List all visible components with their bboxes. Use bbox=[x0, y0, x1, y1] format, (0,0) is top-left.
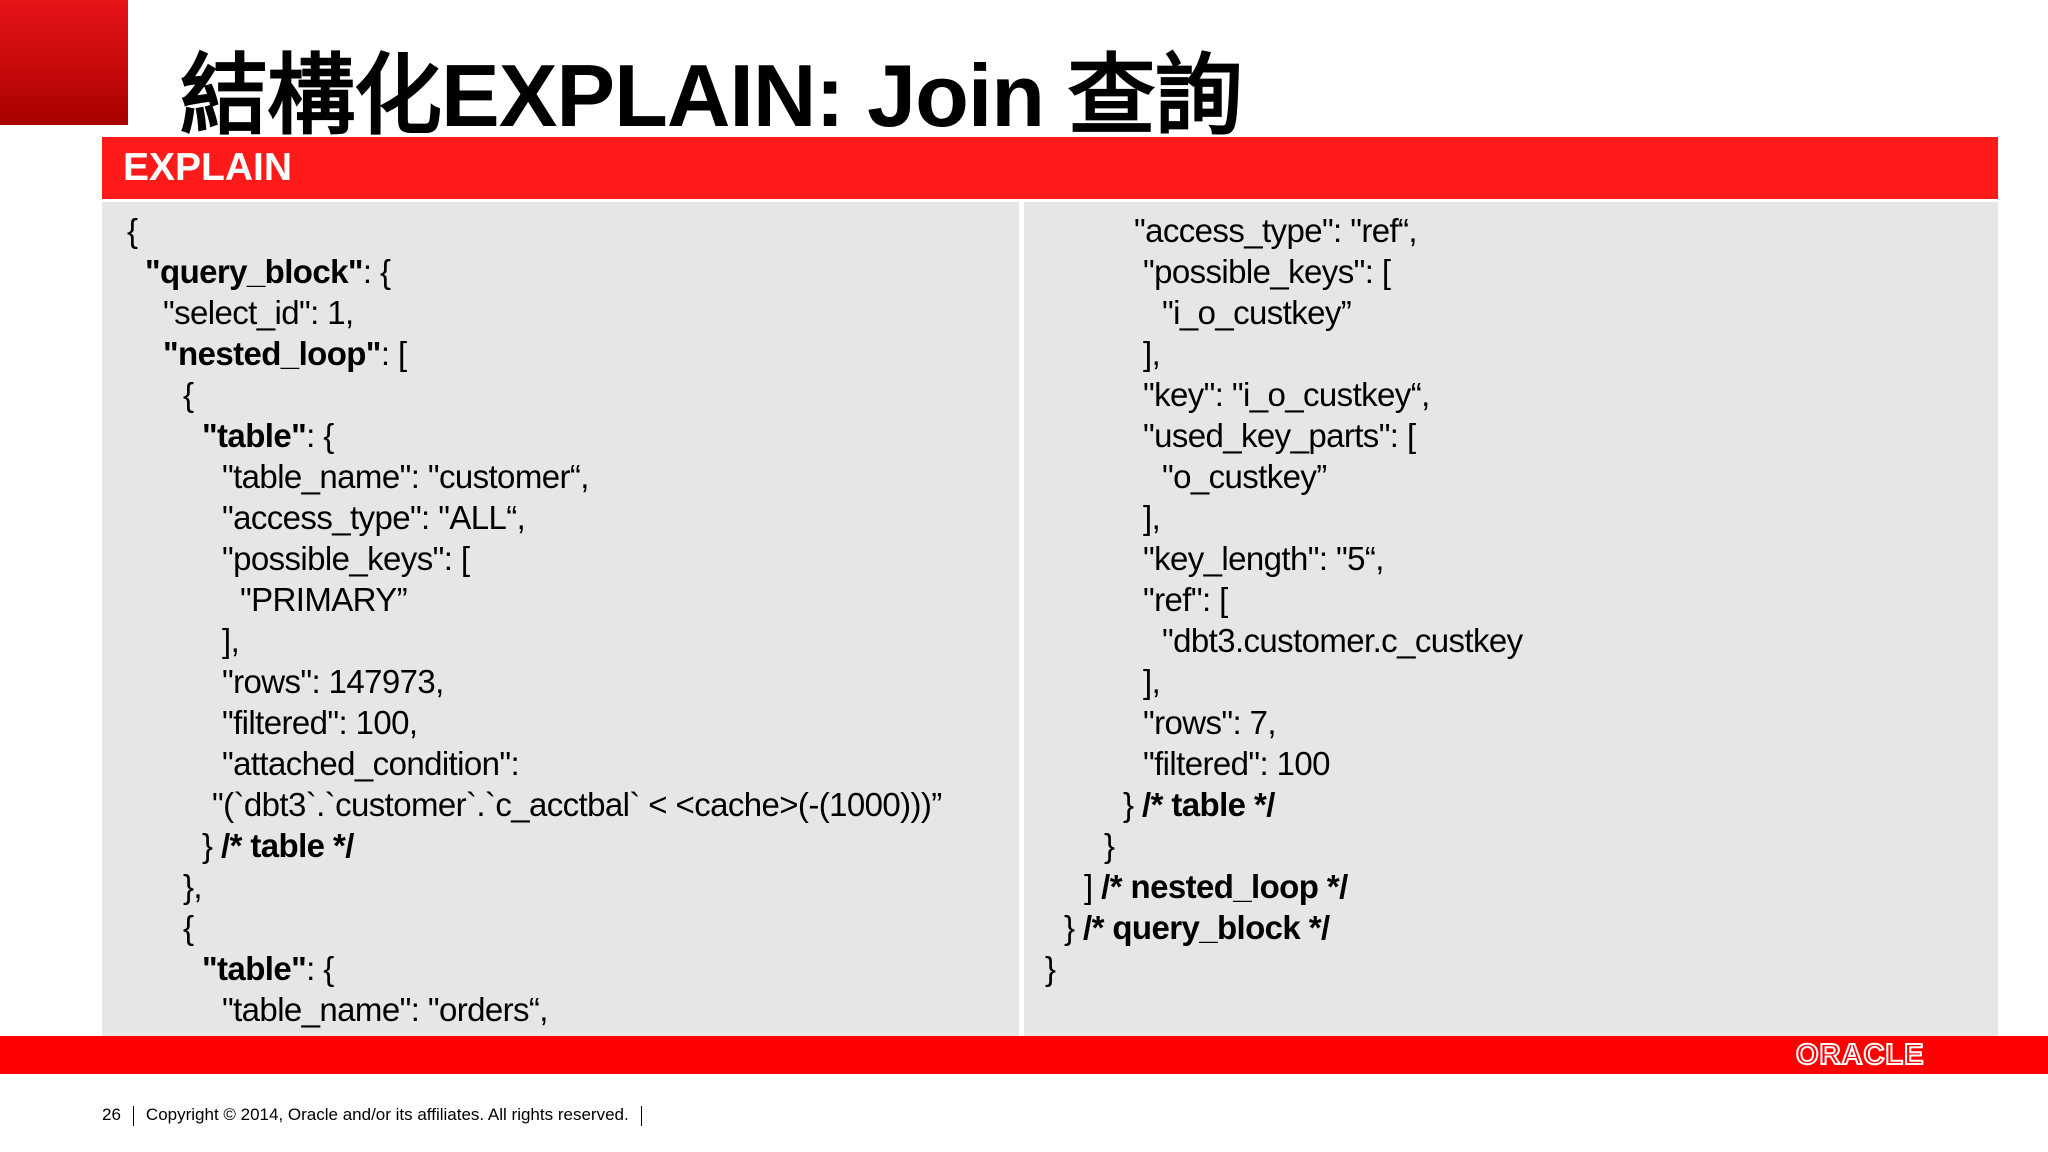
code-line: } bbox=[1104, 826, 1115, 866]
code-line: { bbox=[127, 211, 138, 251]
code-text: }, bbox=[183, 868, 203, 905]
code-line: "nested_loop": [ bbox=[163, 334, 407, 374]
code-text: "access_type": "ref“, bbox=[1134, 212, 1418, 249]
code-line: } /* query_block */ bbox=[1064, 908, 1330, 948]
code-line: "ref": [ bbox=[1143, 580, 1228, 620]
code-text: "table_name": "orders“, bbox=[222, 991, 548, 1028]
code-line: ] /* nested_loop */ bbox=[1084, 867, 1348, 907]
code-text: "select_id": 1, bbox=[163, 294, 354, 331]
code-panel-right: "access_type": "ref“, "possible_keys": [ "… bbox=[1024, 202, 1998, 1036]
copyright: Copyright © 2014, Oracle and/or its affi… bbox=[145, 1105, 629, 1124]
code-text: ], bbox=[1143, 499, 1161, 536]
code-line: "attached_condition": bbox=[222, 744, 520, 784]
code-text: } bbox=[1064, 909, 1083, 946]
code-text: ], bbox=[1143, 335, 1161, 372]
page-number: 26 bbox=[102, 1105, 121, 1124]
code-line: "possible_keys": [ bbox=[1143, 252, 1391, 292]
code-line: ], bbox=[1143, 334, 1161, 374]
code-line: "query_block": { bbox=[145, 252, 391, 292]
code-text: "ref": [ bbox=[1143, 581, 1228, 618]
code-line: } /* table */ bbox=[202, 826, 354, 866]
code-panel-left: {"query_block": {"select_id": 1,"nested_… bbox=[102, 202, 1019, 1036]
code-key-bold: "table" bbox=[202, 417, 307, 454]
code-text: "PRIMARY” bbox=[240, 581, 408, 618]
code-line: } bbox=[1045, 949, 1056, 989]
code-text: ], bbox=[222, 622, 240, 659]
code-text: "attached_condition": bbox=[222, 745, 520, 782]
code-text: "key_length": "5“, bbox=[1143, 540, 1384, 577]
code-text: : { bbox=[362, 253, 391, 290]
code-text: } bbox=[202, 827, 221, 864]
code-line: "select_id": 1, bbox=[163, 293, 354, 333]
code-key-bold: "nested_loop" bbox=[163, 335, 381, 372]
code-line: ], bbox=[1143, 498, 1161, 538]
code-line: "table": { bbox=[202, 949, 334, 989]
code-line: "rows": 147973, bbox=[222, 662, 444, 702]
code-text: "key": "i_o_custkey“, bbox=[1143, 376, 1430, 413]
code-line: { bbox=[183, 375, 194, 415]
code-text: "filtered": 100, bbox=[222, 704, 418, 741]
code-line: }, bbox=[183, 867, 203, 907]
code-line: { bbox=[183, 908, 194, 948]
code-text: : { bbox=[306, 417, 334, 454]
code-line: "i_o_custkey” bbox=[1162, 293, 1352, 333]
code-text: ], bbox=[1143, 663, 1161, 700]
code-text: ] bbox=[1084, 868, 1102, 905]
code-line: "used_key_parts": [ bbox=[1143, 416, 1416, 456]
code-line: "key": "i_o_custkey“, bbox=[1143, 375, 1430, 415]
code-line: ], bbox=[222, 621, 240, 661]
code-text: "access_type": "ALL“, bbox=[222, 499, 526, 536]
code-line: "access_type": "ref“, bbox=[1134, 211, 1418, 251]
code-key-bold: "query_block" bbox=[145, 253, 364, 290]
code-line: "o_custkey” bbox=[1162, 457, 1327, 497]
corner-accent-block bbox=[0, 0, 128, 125]
code-text: : { bbox=[306, 950, 334, 987]
oracle-logo: ORACLE bbox=[1795, 1039, 1925, 1071]
footer: 26 Copyright © 2014, Oracle and/or its af… bbox=[102, 1104, 654, 1126]
code-line: "dbt3.customer.c_custkey bbox=[1162, 621, 1523, 661]
code-line: "table_name": "customer“, bbox=[222, 457, 589, 497]
slide-title: 結構化EXPLAIN: Join 查詢 bbox=[180, 46, 1242, 145]
code-text: "used_key_parts": [ bbox=[1143, 417, 1416, 454]
code-line: "filtered": 100 bbox=[1143, 744, 1330, 784]
code-key-bold: "table" bbox=[202, 950, 307, 987]
code-key-bold: /* table */ bbox=[221, 827, 354, 864]
code-key-bold: /* nested_loop */ bbox=[1101, 868, 1348, 905]
section-header-bar: EXPLAIN bbox=[102, 137, 1998, 199]
code-text: : [ bbox=[380, 335, 407, 372]
footer-bar bbox=[0, 1036, 2048, 1074]
divider bbox=[640, 1105, 642, 1126]
code-text: "i_o_custkey” bbox=[1162, 294, 1352, 331]
code-line: "rows": 7, bbox=[1143, 703, 1277, 743]
code-line: "PRIMARY” bbox=[240, 580, 408, 620]
code-line: ], bbox=[1143, 662, 1161, 702]
code-text: "rows": 7, bbox=[1143, 704, 1277, 741]
code-text: } bbox=[1123, 786, 1142, 823]
code-text: "possible_keys": [ bbox=[1143, 253, 1391, 290]
code-line: "table": { bbox=[202, 416, 334, 456]
section-header: EXPLAIN bbox=[123, 146, 293, 189]
code-text: } bbox=[1045, 950, 1056, 987]
code-text: } bbox=[1104, 827, 1115, 864]
divider bbox=[132, 1105, 134, 1126]
code-text: "rows": 147973, bbox=[222, 663, 444, 700]
code-text: { bbox=[183, 909, 194, 946]
code-text: { bbox=[183, 376, 194, 413]
code-text: { bbox=[127, 212, 138, 249]
code-text: "table_name": "customer“, bbox=[222, 458, 589, 495]
code-text: "dbt3.customer.c_custkey bbox=[1162, 622, 1523, 659]
code-line: "key_length": "5“, bbox=[1143, 539, 1384, 579]
code-line: "table_name": "orders“, bbox=[222, 990, 548, 1030]
code-line: "possible_keys": [ bbox=[222, 539, 470, 579]
code-line: "filtered": 100, bbox=[222, 703, 418, 743]
code-text: "o_custkey” bbox=[1162, 458, 1327, 495]
code-line: "access_type": "ALL“, bbox=[222, 498, 526, 538]
code-line: } /* table */ bbox=[1123, 785, 1275, 825]
code-text: "possible_keys": [ bbox=[222, 540, 470, 577]
code-line: "(`dbt3`.`customer`.`c_acctbal` < <cache… bbox=[212, 785, 942, 825]
code-key-bold: /* table */ bbox=[1142, 786, 1275, 823]
code-text: "filtered": 100 bbox=[1143, 745, 1330, 782]
code-key-bold: /* query_block */ bbox=[1083, 909, 1330, 946]
code-text: "(`dbt3`.`customer`.`c_acctbal` < <cache… bbox=[212, 786, 942, 823]
